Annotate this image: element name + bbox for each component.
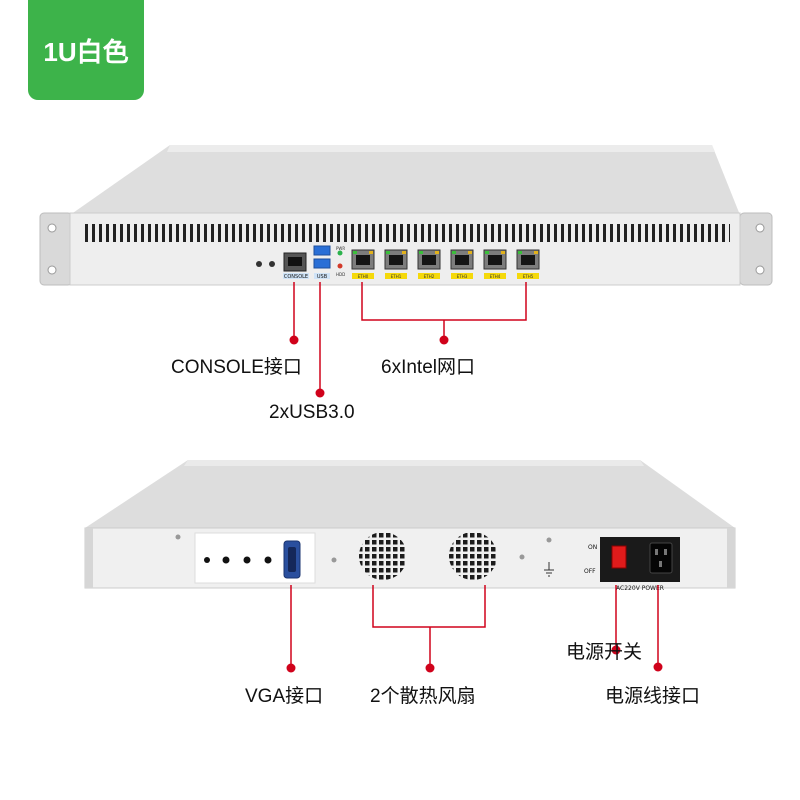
vga-callout: VGA接口 — [245, 686, 324, 707]
switch-on-label: ON — [588, 544, 597, 551]
vga-port — [283, 540, 301, 579]
ethernet-port-label: ETH1 — [391, 274, 402, 279]
ground-icon — [544, 562, 554, 577]
ethernet-port-1: ETH1 — [384, 249, 408, 279]
reset-button-icon — [256, 261, 262, 267]
front-callout-dots — [289, 335, 449, 398]
power-switch-callout: 电源开关 — [566, 642, 643, 663]
ethernet-port-2: ETH2 — [417, 249, 441, 279]
power-module-label: AC220V POWER — [616, 585, 664, 592]
fans-callout: 2个散热风扇 — [370, 686, 476, 707]
switch-off-label: OFF — [584, 568, 596, 575]
front-chassis — [39, 145, 773, 286]
console-port: CONSOLE — [283, 252, 309, 280]
fan-grille-2 — [448, 531, 498, 581]
fan-grille-1 — [358, 531, 408, 581]
ethernet-port-0: ETH0 — [351, 249, 375, 279]
power-cord-callout: 电源线接口 — [605, 686, 701, 707]
console-callout: CONSOLE接口 — [171, 357, 302, 378]
ethernet-port-3: ETH3 — [450, 249, 474, 279]
rear-callout-dots — [286, 645, 663, 673]
ethernet-port-5: ETH5 — [516, 249, 540, 279]
hdd-led-icon — [337, 263, 343, 269]
lan-callout: 6xIntel网口 — [381, 357, 475, 378]
power-button-icon — [269, 261, 275, 267]
rear-io-holes — [204, 556, 272, 564]
led-hdd-label: HDD — [336, 272, 345, 277]
usb-ports: USB — [313, 245, 331, 280]
console-port-label: CONSOLE — [284, 274, 308, 280]
ethernet-port-label: ETH4 — [490, 274, 501, 279]
pwr-led-icon — [337, 250, 343, 256]
ethernet-port-label: ETH3 — [457, 274, 468, 279]
usb-port-label: USB — [317, 274, 328, 280]
usb-callout: 2xUSB3.0 — [269, 402, 355, 423]
rear-chassis — [84, 460, 736, 589]
led-pwr-label: PWR — [336, 246, 345, 251]
ethernet-port-label: ETH0 — [358, 274, 369, 279]
color-badge: 1U白色 — [28, 0, 144, 100]
front-callout-lines — [293, 282, 527, 392]
rear-callout-lines — [290, 585, 659, 666]
ethernet-port-4: ETH4 — [483, 249, 507, 279]
ethernet-ports: ETH0 ETH1 ETH2 ETH3 ETH4 ETH5 — [351, 249, 540, 279]
ethernet-port-label: ETH2 — [424, 274, 435, 279]
ethernet-port-label: ETH5 — [523, 274, 534, 279]
power-module: AC220V POWER — [600, 537, 680, 592]
